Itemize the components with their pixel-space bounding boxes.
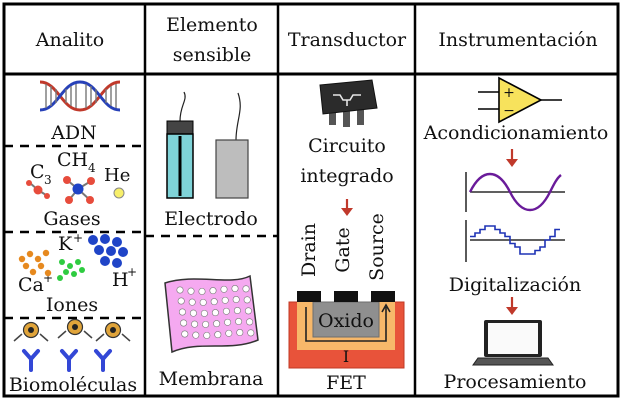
outer-frame	[2, 2, 620, 398]
amplifier-icon	[478, 76, 562, 124]
ion-k-label: K	[58, 233, 73, 255]
label-membrana: Membrana	[159, 368, 264, 390]
ion-ca-label: Ca	[18, 274, 44, 296]
label-current: I	[343, 347, 349, 366]
ion-k-sup: +	[73, 231, 83, 245]
label-circuito-line1: Circuito	[308, 135, 386, 157]
amp-plus: +	[503, 85, 515, 101]
label-source: Source	[366, 213, 388, 281]
header-analito: Analito	[35, 29, 105, 51]
label-iones: Iones	[46, 294, 98, 316]
label-gate: Gate	[332, 227, 354, 272]
amp-minus: −	[503, 103, 515, 119]
arrow-down-icon	[341, 199, 353, 216]
header-elemento-line2: sensible	[173, 44, 252, 66]
label-acondicionamiento: Acondicionamiento	[423, 122, 609, 144]
ions-icon	[18, 234, 128, 281]
header-elemento-line1: Elemento	[166, 14, 258, 36]
digital-signal-icon	[465, 220, 565, 262]
ion-h-label: H	[112, 269, 129, 291]
laptop-icon	[472, 320, 554, 366]
fet-icon	[288, 291, 405, 369]
gas-ch-label: CH	[57, 149, 88, 171]
ion-h-sup: +	[127, 265, 137, 279]
arrow-down-icon	[506, 297, 518, 315]
label-adn: ADN	[50, 122, 97, 144]
label-oxido: Oxido	[318, 310, 374, 332]
label-drain: Drain	[298, 223, 320, 277]
label-biomoleculas: Biomoléculas	[9, 374, 137, 396]
gas-he-label: He	[104, 165, 130, 186]
label-gases: Gases	[43, 208, 100, 230]
arrow-down-icon	[506, 149, 518, 167]
dna-helix-icon	[39, 80, 121, 112]
header-transductor: Transductor	[288, 29, 407, 51]
label-procesamiento: Procesamiento	[444, 371, 587, 393]
electrode-icon	[166, 91, 249, 199]
gas-c-label: C	[30, 161, 45, 183]
analog-signal-icon	[465, 172, 565, 212]
ion-ca-sup: +	[43, 271, 53, 285]
header-instrumentacion: Instrumentación	[438, 29, 597, 51]
label-fet: FET	[326, 372, 366, 394]
gas-molecules-icon	[26, 176, 125, 204]
biomolecules-icon	[13, 318, 131, 372]
gas-c-subscript: 3	[44, 173, 52, 187]
integrated-circuit-icon	[319, 79, 378, 127]
membrane-icon	[164, 274, 259, 354]
gas-ch-subscript: 4	[88, 161, 96, 175]
label-electrodo: Electrodo	[164, 208, 258, 230]
label-digitalizacion: Digitalización	[449, 274, 581, 296]
label-circuito-line2: integrado	[300, 165, 393, 187]
